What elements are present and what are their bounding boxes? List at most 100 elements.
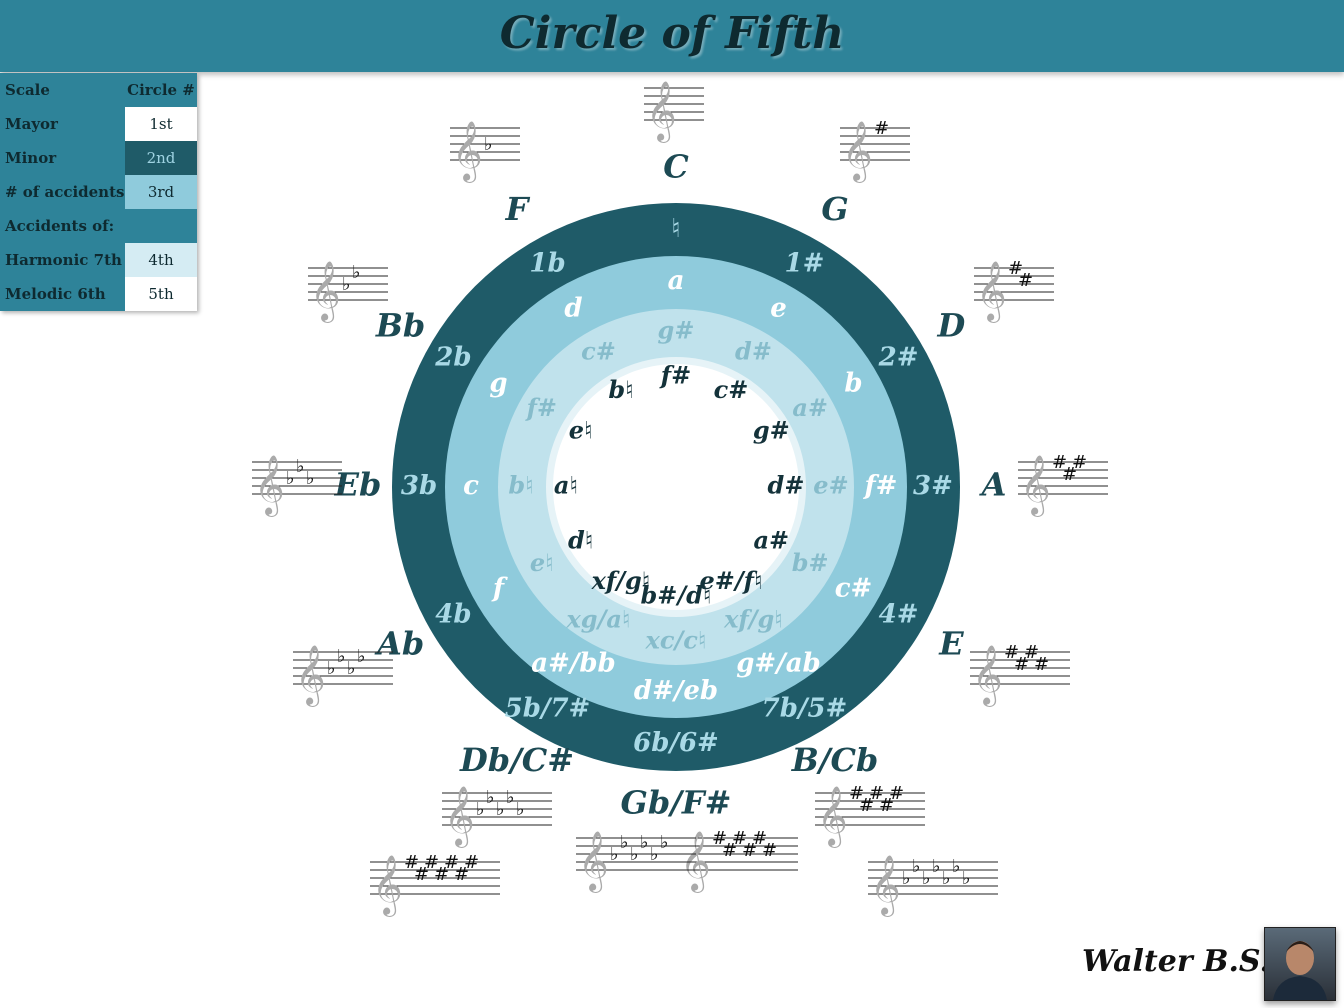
treble-clef-icon: 𝄞 xyxy=(372,855,403,917)
key-signature-staff: 𝄞♭♭♭♭♭♭♭ xyxy=(868,855,998,917)
legend-swatch: 4th xyxy=(125,243,197,277)
flat-icon: ♭ xyxy=(932,856,941,877)
sharp-icon: # xyxy=(752,828,767,849)
harmonic-seventh-label: f# xyxy=(659,361,691,390)
sharp-icon: # xyxy=(869,783,884,804)
flat-icon: ♭ xyxy=(952,856,961,877)
flat-icon: ♭ xyxy=(640,832,649,853)
sharp-icon: # xyxy=(1062,464,1077,485)
accidental-count-label: 3# xyxy=(913,471,953,501)
flat-icon: ♭ xyxy=(327,658,336,679)
treble-clef-icon: 𝄞 xyxy=(444,786,475,848)
ring-center xyxy=(553,364,799,610)
flat-icon: ♭ xyxy=(610,844,619,865)
sharp-icon: # xyxy=(1052,452,1067,473)
accidental-count-label: 1b xyxy=(529,248,565,278)
author-photo xyxy=(1264,927,1336,1001)
key-signature-staff: 𝄞####### xyxy=(370,852,500,917)
flat-icon: ♭ xyxy=(902,868,911,889)
sharp-icon: # xyxy=(1024,642,1039,663)
key-signature-staff: 𝄞#### xyxy=(970,642,1070,707)
key-signature-staff: 𝄞♭♭♭♭ xyxy=(293,645,393,707)
flat-icon: ♭ xyxy=(296,456,305,477)
flat-icon: ♭ xyxy=(484,134,493,155)
major-key-label: D xyxy=(937,307,966,345)
accidental-count-label: 7b/5# xyxy=(762,694,848,724)
key-signature-staff: 𝄞♭♭♭ xyxy=(252,455,342,517)
legend-swatch: 2nd xyxy=(125,141,197,175)
treble-clef-icon: 𝄞 xyxy=(870,855,901,917)
sharp-icon: # xyxy=(742,840,757,861)
sharp-icon: # xyxy=(874,118,889,139)
minor-key-label: d xyxy=(564,294,582,324)
minor-key-label: c# xyxy=(835,574,873,604)
key-signature-staff: 𝄞##### xyxy=(815,783,925,848)
harmonic-seventh-label: d# xyxy=(768,471,805,500)
key-signature-staff: 𝄞♭♭♭♭♭ xyxy=(442,786,552,848)
major-key-label: G xyxy=(821,190,848,228)
flat-icon: ♭ xyxy=(660,832,669,853)
key-signature-staff: 𝄞 xyxy=(644,81,704,143)
flat-icon: ♭ xyxy=(286,468,295,489)
harmonic-seventh-label: e#/f♮ xyxy=(699,566,762,595)
harmonic-seventh-label: c# xyxy=(714,375,749,404)
legend-header-label: Scale xyxy=(5,81,50,99)
treble-clef-icon: 𝄞 xyxy=(310,261,341,323)
legend-swatch: 3rd xyxy=(125,175,197,209)
treble-clef-icon: 𝄞 xyxy=(972,645,1003,707)
major-key-label: C xyxy=(663,148,689,186)
legend-label: Melodic 6th xyxy=(5,285,106,303)
flat-icon: ♭ xyxy=(337,646,346,667)
sharp-icon: # xyxy=(722,840,737,861)
harmonic-seventh-label: d♮ xyxy=(568,526,593,555)
flat-icon: ♭ xyxy=(496,799,505,820)
harmonic-seventh-label: g# xyxy=(753,416,790,445)
legend-row: Minor 2nd xyxy=(0,141,197,175)
major-key-label: Db/C# xyxy=(459,741,574,779)
accidents-of-label: b# xyxy=(792,548,829,577)
flat-icon: ♭ xyxy=(486,787,495,808)
sharp-icon: # xyxy=(762,840,777,861)
flat-icon: ♭ xyxy=(352,262,361,283)
legend-label: Accidents of: xyxy=(5,217,115,235)
flat-icon: ♭ xyxy=(650,844,659,865)
sharp-icon: # xyxy=(849,783,864,804)
accidental-count-label: 4# xyxy=(879,600,919,630)
sharp-icon: # xyxy=(1008,258,1023,279)
minor-key-label: c xyxy=(463,471,479,501)
major-key-label: B/Cb xyxy=(791,741,879,779)
sharp-icon: # xyxy=(732,828,747,849)
minor-key-label: b xyxy=(844,369,862,399)
minor-key-label: e xyxy=(770,294,787,324)
sharp-icon: # xyxy=(434,864,449,885)
sharp-icon: # xyxy=(1072,452,1087,473)
accidents-of-label: xf/g♮ xyxy=(723,605,783,634)
key-signature-staff: 𝄞♭♭♭♭♭♭ xyxy=(576,831,696,893)
treble-clef-icon: 𝄞 xyxy=(976,261,1007,323)
minor-key-label: d#/eb xyxy=(634,676,718,706)
accidental-count-label: 3b xyxy=(401,471,437,501)
legend-label: Mayor xyxy=(5,115,58,133)
legend-swatch: 5th xyxy=(125,277,197,311)
sharp-icon: # xyxy=(1014,654,1029,675)
accidental-count-label: 4b xyxy=(435,600,471,630)
minor-key-label: g#/ab xyxy=(736,649,821,679)
flat-icon: ♭ xyxy=(922,868,931,889)
legend-row: Mayor 1st xyxy=(0,107,197,141)
legend-label: Minor xyxy=(5,149,57,167)
major-key-label: Ab xyxy=(374,625,424,663)
treble-clef-icon: 𝄞 xyxy=(578,831,609,893)
major-key-label: E xyxy=(938,625,964,663)
accidents-of-label: xc/c♮ xyxy=(645,626,707,655)
key-signature-staff: 𝄞## xyxy=(974,258,1054,323)
flat-icon: ♭ xyxy=(620,832,629,853)
legend-swatch: 1st xyxy=(125,107,197,141)
harmonic-seventh-label: a# xyxy=(753,526,789,555)
legend-swatch xyxy=(125,209,197,243)
sharp-icon: # xyxy=(889,783,904,804)
legend-row: Melodic 6th 5th xyxy=(0,277,197,311)
accidents-of-label: e# xyxy=(813,471,848,500)
legend-label: # of accidents xyxy=(5,183,125,201)
flat-icon: ♭ xyxy=(912,856,921,877)
